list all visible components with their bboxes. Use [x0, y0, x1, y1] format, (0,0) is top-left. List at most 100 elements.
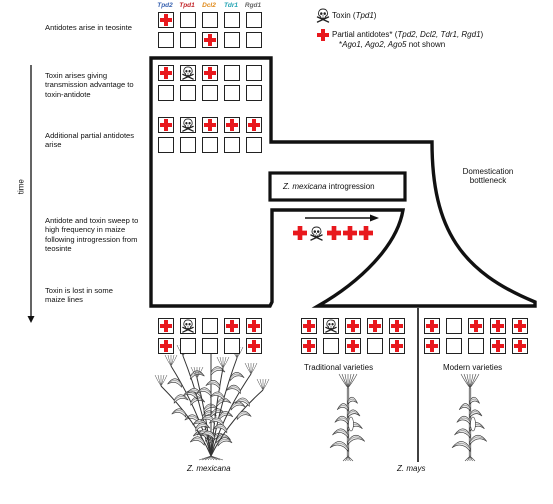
skull-icon [325, 319, 337, 333]
grid-cell [180, 338, 196, 354]
introgression-species: Z. mexicana [283, 182, 327, 191]
stage-label-additional-antidotes: Additional partial antidotes arise [45, 131, 135, 150]
grid-cell [246, 117, 262, 133]
skull-icon [182, 66, 194, 80]
grid-cell [323, 318, 339, 334]
red-cross-icon [160, 14, 172, 26]
grid-cell [512, 338, 528, 354]
z-mexicana-species-label: Z. mexicana [187, 464, 231, 473]
grid-cell [158, 85, 174, 101]
stage-label-sweep: Antidote and toxin sweep to high frequen… [45, 216, 139, 254]
lineage-outline [149, 56, 537, 308]
maize-plant-traditional [329, 373, 366, 462]
legend-note-prefix: * [339, 40, 343, 49]
stage-label-toxin-arises: Toxin arises giving transmission advanta… [45, 71, 134, 99]
red-cross-icon [369, 320, 381, 332]
red-cross-icon [226, 119, 238, 131]
red-cross-icon [492, 320, 504, 332]
z-mays-species-label: Z. mays [397, 464, 426, 473]
legend-cross-icon [317, 28, 329, 46]
grid-cell [246, 32, 262, 48]
red-cross-icon [359, 226, 373, 240]
gene-header-tdr1: Tdr1 [223, 2, 239, 9]
sweep-cross [293, 226, 309, 242]
time-arrow-head [27, 316, 35, 323]
red-cross-icon [347, 320, 359, 332]
grid-cell [301, 318, 317, 334]
red-cross-icon [293, 226, 307, 240]
grid-cell [224, 318, 240, 334]
red-cross-icon [303, 340, 315, 352]
domestication-bottleneck-label: Domestication bottleneck [462, 167, 514, 186]
red-cross-icon [327, 226, 341, 240]
grid-cell [158, 117, 174, 133]
sweep-cross [327, 226, 343, 242]
red-cross-icon [248, 320, 260, 332]
skull-icon [182, 118, 194, 132]
introgression-label: Z. mexicana introgression [283, 182, 375, 191]
grid-cell [180, 12, 196, 28]
grid-cell [224, 338, 240, 354]
red-cross-icon [160, 320, 172, 332]
grid-cell [180, 318, 196, 334]
legend-toxin-text: Toxin (Tpd1) [332, 11, 376, 20]
grid-cell [490, 338, 506, 354]
grid-cell [158, 137, 174, 153]
red-cross-icon [343, 226, 357, 240]
grid-cell [180, 65, 196, 81]
red-cross-icon [248, 340, 260, 352]
red-cross-icon [514, 320, 526, 332]
grid-cell [202, 32, 218, 48]
grid-cell [367, 318, 383, 334]
red-cross-icon [204, 34, 216, 46]
legend-partial-genes: Tpd2, Dcl2, Tdr1, Rgd1 [397, 30, 481, 39]
red-cross-icon [160, 340, 172, 352]
grid-cell [446, 338, 462, 354]
red-cross-icon [248, 119, 260, 131]
legend-skull-icon [316, 8, 330, 28]
skull-icon [316, 8, 330, 23]
grid-cell [468, 318, 484, 334]
red-cross-icon [160, 67, 172, 79]
grid-cell [389, 318, 405, 334]
grid-cell [246, 338, 262, 354]
time-axis-label: time [16, 179, 26, 195]
red-cross-icon [160, 119, 172, 131]
stage-label-toxin-lost: Toxin is lost in some maize lines [45, 286, 113, 305]
legend-partial-text: Partial antidotes* (Tpd2, Dcl2, Tdr1, Rg… [332, 30, 483, 39]
grid-cell [202, 65, 218, 81]
traditional-varieties-label: Traditional varieties [304, 363, 374, 372]
grid-cell [301, 338, 317, 354]
legend-note-genes: Ago1, Ago2, Ago5 [342, 40, 407, 49]
legend-toxin-label: Toxin ( [332, 11, 356, 20]
red-cross-icon [303, 320, 315, 332]
grid-cell [490, 318, 506, 334]
red-cross-icon [391, 320, 403, 332]
red-cross-icon [226, 320, 238, 332]
grid-cell [323, 338, 339, 354]
grid-cell [424, 318, 440, 334]
grid-cell [202, 85, 218, 101]
grid-cell [180, 32, 196, 48]
gene-header-rgd1: Rgd1 [244, 2, 262, 9]
red-cross-icon [347, 340, 359, 352]
grid-cell [246, 85, 262, 101]
grid-cell [202, 117, 218, 133]
red-cross-icon [204, 119, 216, 131]
grid-cell [202, 137, 218, 153]
sweep-cross [343, 226, 359, 242]
grid-cell [246, 65, 262, 81]
legend-partial-label: Partial antidotes* ( [332, 30, 398, 39]
red-cross-icon [426, 340, 438, 352]
grid-cell [224, 85, 240, 101]
grid-cell [345, 318, 361, 334]
grid-cell [424, 338, 440, 354]
modern-varieties-label: Modern varieties [443, 363, 503, 372]
grid-cell [224, 117, 240, 133]
grid-cell [345, 338, 361, 354]
legend-toxin-close: ) [373, 11, 377, 20]
grid-cell [367, 338, 383, 354]
grid-cell [468, 338, 484, 354]
red-cross-icon [426, 320, 438, 332]
sweep-arrow-head [370, 214, 379, 222]
